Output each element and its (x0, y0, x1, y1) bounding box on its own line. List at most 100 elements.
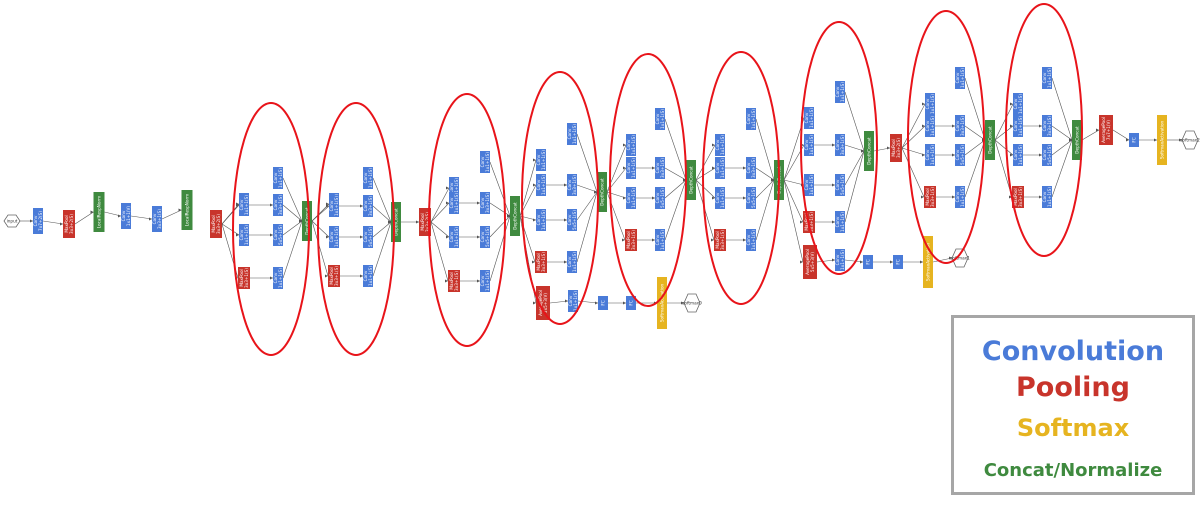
edge-line (964, 77, 986, 141)
conv-node: FC (863, 255, 873, 269)
node-label: Conv1x1+1(S) (1013, 94, 1023, 114)
edge-arrow (681, 301, 684, 305)
node-label: Conv1x1+1(S) (567, 124, 577, 144)
edge-arrow (800, 220, 803, 224)
concat-node-shape (302, 201, 312, 241)
node-label: AveragePool7x7+1(V) (1101, 117, 1111, 143)
edge-line (964, 139, 986, 156)
conv-node-shape (1042, 67, 1052, 89)
edge-line (221, 204, 240, 225)
conv-node-shape (1013, 144, 1023, 166)
node-label: Conv1x1+1(S) (480, 271, 490, 291)
node-label: Conv1x1+1(S) (626, 188, 636, 208)
node-label: MaxPool3x3+1(S) (715, 230, 725, 250)
node-label: MaxPool3x3+2(S) (211, 214, 221, 234)
edge-arrow (652, 166, 655, 170)
out-node: softmax0 (682, 293, 702, 313)
concat-node-shape (1072, 120, 1082, 160)
conv-node-shape (715, 187, 725, 209)
conv-node: Conv1x1+1(S) (536, 149, 546, 171)
conv-node: Conv5x5+1(S) (363, 226, 373, 248)
concat-node-shape (686, 160, 696, 200)
conv-node: Conv1x1+1(S) (273, 267, 283, 289)
edge-arrow (595, 301, 598, 305)
concat-node: DepthConcat (864, 131, 874, 171)
pool-node: AveragePool5x5+3(V) (536, 286, 550, 320)
edge-arrow (90, 210, 94, 214)
conv-node-shape (121, 203, 131, 229)
edge-line (1081, 129, 1100, 141)
node-label: Conv5x5+1(S) (480, 227, 490, 247)
edge-arrow (743, 166, 746, 170)
node-label: DepthConcat (600, 178, 605, 206)
concat-node-shape (510, 196, 520, 236)
node-label: input (7, 219, 18, 224)
pool-node: MaxPool3x3+1(S) (924, 186, 936, 208)
conv-node: Conv1x1+1(S) (536, 174, 546, 196)
node-label: Conv1x1+1(S) (746, 230, 756, 250)
concat-node: DepthConcat (686, 160, 696, 200)
conv-node: Conv1x1+1(S) (746, 108, 756, 130)
edge-arrow (60, 222, 63, 226)
edge-line (695, 179, 716, 199)
conv-node-shape (152, 206, 162, 232)
edge-arrow (326, 204, 329, 208)
edge-line (964, 125, 986, 141)
edge-line (1051, 77, 1073, 141)
node-label: Conv1x1+1(S) (363, 266, 373, 286)
out-node: softmax2 (1180, 130, 1200, 150)
edge-line (964, 139, 986, 198)
node-label: Conv1x1+1(S) (239, 225, 249, 245)
edge-arrow (236, 203, 239, 207)
node-label: Conv3x3+1(S) (746, 158, 756, 178)
node-label: Conv1x1+1(S) (804, 135, 814, 155)
node-label: Conv3x3+1(S) (955, 116, 965, 136)
edge-arrow (623, 166, 626, 170)
conv-node-shape (955, 115, 965, 137)
conv-node: Conv1x1+1(S) (239, 194, 249, 216)
edge-line (130, 215, 153, 220)
pool-node: MaxPool3x3+2(S) (419, 208, 431, 236)
node-label: FC (1132, 137, 1137, 142)
conv-node: Conv1x1+1(S) (480, 151, 490, 173)
conv-node: Conv1x1+1(S) (804, 107, 814, 129)
conv-node-shape (273, 194, 283, 216)
node-label: Conv1x1+1(S) (1013, 145, 1023, 165)
conv-node: Conv3x3+1(S) (480, 192, 490, 214)
conv-node-shape (568, 290, 578, 312)
pool-node: MaxPool3x3+2(S) (63, 210, 75, 238)
edge-arrow (118, 214, 121, 218)
edge-arrow (30, 219, 33, 223)
conv-node: Conv1x1+1(S) (449, 192, 459, 214)
node-label: MaxPool3x3+1(S) (329, 266, 339, 286)
edge-line (372, 177, 392, 223)
edge-arrow (270, 203, 273, 207)
inception-ellipse (232, 102, 310, 356)
conv-node-shape (273, 167, 283, 189)
concat-node-shape (181, 190, 193, 230)
node-label: Conv1x1+1(S) (449, 178, 459, 198)
edge-arrow (1069, 138, 1072, 142)
node-label: Conv1x1+1(S) (655, 230, 665, 250)
edge-line (755, 118, 775, 181)
edge-arrow (445, 279, 448, 283)
conv-node: FC (626, 296, 636, 310)
inception-ellipse (907, 10, 985, 264)
edge-arrow (832, 220, 835, 224)
node-label: Conv1x1+1(S) (925, 116, 935, 136)
edge-line (695, 144, 716, 181)
conv-node-shape (273, 267, 283, 289)
node-label: softmax0 (682, 301, 702, 306)
node-label: Conv1x1+1(S) (1042, 68, 1052, 88)
output-node-shape (1181, 130, 1199, 150)
edge-line (844, 150, 865, 223)
edge-line (783, 179, 804, 263)
edge-arrow (952, 153, 955, 157)
conv-node: Conv1x1+1(S) (626, 134, 636, 156)
concat-node-shape (864, 131, 874, 171)
concat-node-shape (391, 202, 401, 242)
edge-line (901, 147, 925, 198)
edge-line (161, 209, 182, 220)
node-label: DepthConcat (689, 166, 694, 194)
concat-node: DepthConcat (391, 202, 401, 242)
